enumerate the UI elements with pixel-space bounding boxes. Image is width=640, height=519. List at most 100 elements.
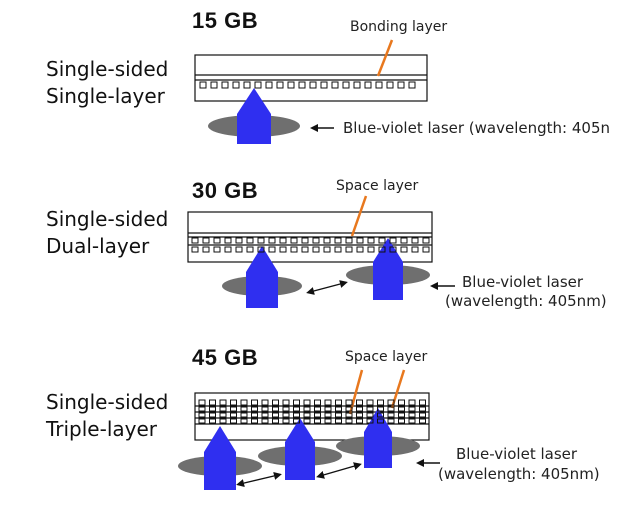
- capacity-15gb: 15 GB: [192, 8, 259, 33]
- pit: [251, 418, 258, 424]
- pit: [303, 412, 311, 418]
- pit: [356, 237, 364, 244]
- pit: [276, 81, 284, 89]
- pit: [282, 418, 290, 424]
- laser-label-2-line2: (wavelength: 405nm): [445, 292, 607, 310]
- pit: [198, 399, 206, 406]
- pit: [254, 81, 262, 89]
- pit: [230, 418, 237, 424]
- pit: [345, 237, 353, 244]
- pit: [397, 81, 405, 89]
- pointer-space-layer-2: [350, 195, 368, 237]
- pit: [293, 399, 300, 406]
- pit: [334, 246, 342, 253]
- pit: [219, 418, 227, 424]
- pit: [389, 237, 397, 244]
- pit: [293, 418, 300, 424]
- pit: [411, 246, 419, 253]
- pit: [298, 81, 306, 89]
- pit: [408, 418, 416, 424]
- pit: [408, 406, 416, 412]
- pit: [219, 406, 227, 412]
- pit: [279, 246, 287, 253]
- pit: [290, 237, 298, 244]
- pit: [356, 418, 363, 424]
- pit: [408, 399, 416, 406]
- pit: [387, 418, 395, 424]
- pit: [356, 399, 363, 406]
- pit: [224, 246, 232, 253]
- pit: [335, 406, 342, 412]
- pit: [303, 418, 311, 424]
- pit: [398, 418, 405, 424]
- pit: [342, 81, 350, 89]
- pit: [219, 412, 227, 418]
- pit: [408, 81, 416, 89]
- focus-shift-arrow-2: [306, 280, 348, 295]
- label-single-sided-2: Single-sided: [46, 207, 169, 231]
- pit: [199, 81, 207, 89]
- pit: [314, 418, 321, 424]
- annotation-space-layer-3: Space layer: [345, 349, 428, 365]
- pit: [324, 406, 332, 412]
- laser-beam-1: [237, 88, 271, 144]
- pit: [387, 412, 395, 418]
- pit: [290, 246, 298, 253]
- pit: [198, 412, 206, 418]
- pit: [398, 406, 405, 412]
- pit: [221, 81, 229, 89]
- disc-triple-layer: [194, 392, 430, 441]
- pit: [419, 399, 426, 406]
- pit: [261, 399, 269, 406]
- laser-label-3-line1: Blue-violet laser: [456, 445, 578, 463]
- pit: [209, 406, 216, 412]
- pit: [272, 418, 279, 424]
- pit: [419, 412, 426, 418]
- pit: [293, 412, 300, 418]
- pit: [366, 399, 374, 406]
- pit: [367, 246, 375, 253]
- pit: [251, 412, 258, 418]
- pit: [408, 412, 416, 418]
- pit: [213, 246, 221, 253]
- pit: [246, 237, 254, 244]
- pit: [209, 412, 216, 418]
- pit: [387, 406, 395, 412]
- pit: [377, 412, 384, 418]
- pit: [209, 418, 216, 424]
- pit: [210, 81, 218, 89]
- pit: [422, 246, 430, 253]
- pit: [312, 237, 320, 244]
- laser-beam-3b: [285, 418, 315, 480]
- capacity-45gb: 45 GB: [192, 345, 259, 370]
- pit: [324, 412, 332, 418]
- pit: [345, 418, 353, 424]
- pit: [202, 246, 210, 253]
- pit: [312, 246, 320, 253]
- pit: [287, 81, 295, 89]
- pit: [202, 237, 210, 244]
- pit: [232, 81, 240, 89]
- pit: [265, 81, 273, 89]
- pit: [345, 399, 353, 406]
- pit: [251, 399, 258, 406]
- pit: [356, 412, 363, 418]
- pit: [235, 246, 243, 253]
- pit: [257, 246, 265, 253]
- pit: [411, 237, 419, 244]
- pit: [257, 237, 265, 244]
- pit: [353, 81, 361, 89]
- pit: [224, 237, 232, 244]
- pit: [386, 81, 394, 89]
- laser-beam-2a: [246, 246, 278, 308]
- pit: [356, 246, 364, 253]
- pit: [377, 406, 384, 412]
- pit: [366, 418, 374, 424]
- pit: [375, 81, 383, 89]
- pit: [345, 406, 353, 412]
- pit: [198, 406, 206, 412]
- pit: [398, 412, 405, 418]
- pit: [377, 418, 384, 424]
- laser-label-3-line2: (wavelength: 405nm): [438, 465, 600, 483]
- label-single-layer: Single-layer: [46, 84, 165, 108]
